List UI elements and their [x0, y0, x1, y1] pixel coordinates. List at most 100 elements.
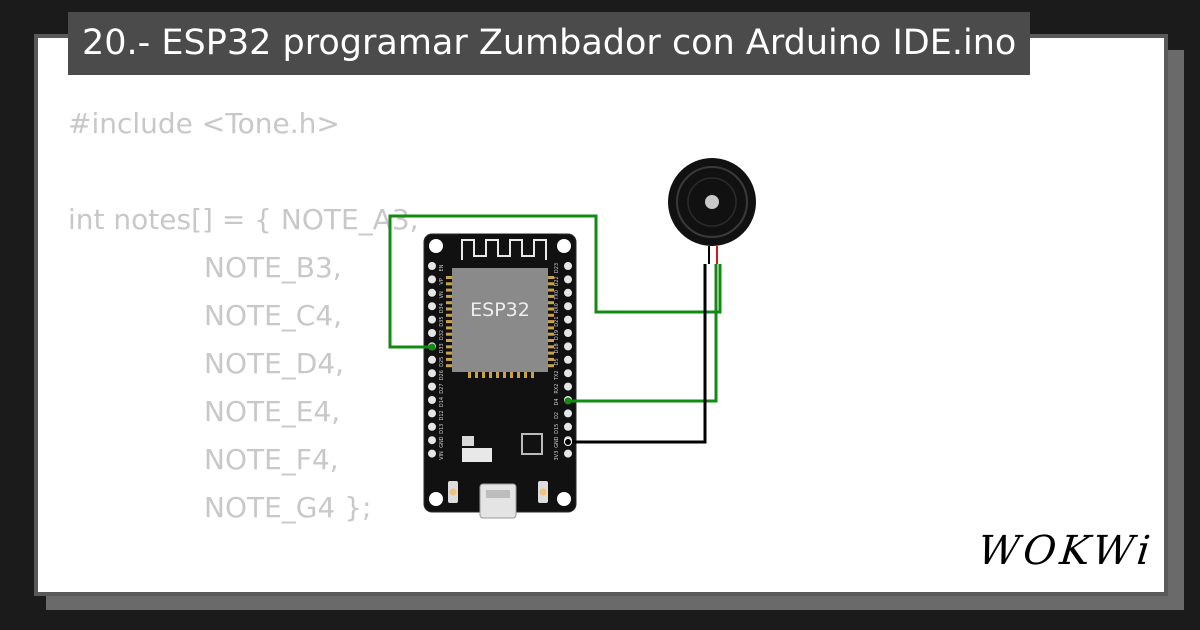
header-pin[interactable] — [564, 449, 572, 458]
pin-label: RX2 — [554, 384, 560, 394]
wire-endpoint — [428, 343, 436, 351]
code-line: NOTE_B3, — [204, 251, 342, 284]
wire-d25-to-buzzer[interactable] — [388, 214, 722, 349]
header-pin[interactable] — [564, 275, 572, 284]
module-pad — [548, 332, 554, 336]
wires[interactable] — [388, 214, 722, 446]
pin-label: D22 — [554, 276, 560, 286]
en-button-cap — [539, 488, 547, 496]
module-pad — [510, 372, 513, 378]
header-pin[interactable] — [428, 329, 436, 337]
pin-label: EN — [439, 264, 445, 271]
code-line: NOTE_E4, — [204, 395, 341, 428]
header-pin[interactable] — [564, 409, 572, 418]
pin-label: D2 — [554, 412, 560, 419]
code-preview: #include <Tone.h> int notes[] = { NOTE_A3… — [68, 100, 419, 592]
header-pin[interactable] — [564, 342, 572, 351]
header-pin[interactable] — [428, 422, 436, 431]
pin-label: D27 — [439, 383, 445, 393]
pin-label: GND — [439, 436, 445, 448]
header-pin[interactable] — [428, 315, 436, 324]
header-pin[interactable] — [564, 302, 572, 311]
wokwi-logo: WOKWi — [975, 528, 1157, 574]
header-pin[interactable] — [564, 288, 572, 297]
pin-label: D32 — [439, 330, 445, 340]
code-line: int notes[] = { NOTE_A3, — [68, 203, 419, 236]
esp32-label: ESP32 — [470, 299, 530, 321]
header-pin[interactable] — [428, 275, 436, 284]
header-pin[interactable] — [564, 329, 572, 337]
circuit-diagram[interactable]: ESP32 ENVPVND34D35D32D33D25D26D27D14D12D… — [38, 38, 1164, 592]
pin-label: D19 — [554, 330, 560, 340]
header-pin[interactable] — [428, 369, 436, 378]
module-pad — [446, 345, 452, 349]
module-pad — [531, 372, 534, 378]
usb-port-slot — [486, 490, 510, 498]
module-pad — [446, 326, 452, 330]
module-pad — [548, 339, 554, 342]
pin-label: D33 — [439, 343, 445, 353]
module-pad — [548, 364, 554, 368]
module-pad — [548, 345, 554, 349]
header-pin[interactable] — [564, 355, 572, 364]
module-pad — [446, 320, 452, 324]
module-pins — [446, 276, 554, 378]
module-pad — [548, 301, 554, 305]
header-pin[interactable] — [428, 396, 436, 404]
esp32-module — [452, 268, 548, 372]
regulator-tab — [462, 436, 474, 446]
code-line: NOTE_D4, — [204, 347, 345, 380]
boot-button-cap — [449, 488, 457, 496]
pin-label: D4 — [554, 398, 560, 405]
module-pad — [468, 372, 471, 378]
project-preview-card[interactable]: #include <Tone.h> int notes[] = { NOTE_A3… — [38, 38, 1164, 592]
wokwi-logo-text: WOKWi — [975, 528, 1157, 574]
mount-hole — [557, 492, 571, 506]
pin-label: RX0 — [554, 303, 560, 313]
left-pin-labels: ENVPVND34D35D32D33D25D26D27D14D12D13GNDV… — [439, 264, 445, 460]
project-title: 20.- ESP32 programar Zumbador con Arduin… — [68, 12, 1031, 75]
header-pin[interactable] — [428, 355, 436, 364]
pin-label: TX0 — [554, 290, 560, 301]
piezo-buzzer[interactable] — [668, 158, 756, 264]
buzzer-ring-inner — [687, 177, 737, 227]
wire-gnd-to-buzzer[interactable] — [568, 264, 707, 444]
mount-hole — [429, 492, 443, 506]
header-pin[interactable] — [564, 315, 572, 324]
header-pin[interactable] — [428, 436, 436, 445]
pin-label: D18 — [554, 343, 560, 353]
module-pad — [548, 313, 554, 317]
header-pin[interactable] — [428, 382, 436, 391]
module-pad — [548, 288, 554, 292]
pin-label: D21 — [554, 316, 560, 326]
pin-label: GND — [554, 436, 560, 448]
module-pad — [496, 372, 499, 378]
module-pad — [446, 357, 452, 361]
esp32-board[interactable]: ESP32 ENVPVND34D35D32D33D25D26D27D14D12D… — [423, 233, 577, 519]
pin-label: 3V3 — [554, 451, 560, 461]
header-pin[interactable] — [564, 422, 572, 431]
pin-label: VN — [439, 291, 445, 298]
module-pad — [446, 351, 452, 355]
pin-label: D34 — [439, 303, 445, 313]
code-line: #include <Tone.h> — [68, 107, 340, 140]
pin-label: VIN — [439, 451, 445, 460]
usb-uart-chip — [521, 433, 543, 455]
pin-label: D12 — [439, 410, 445, 420]
code-line: NOTE_F4, — [204, 443, 339, 476]
pin-label: D26 — [439, 370, 445, 380]
header-pin[interactable] — [428, 409, 436, 418]
header-pin[interactable] — [428, 262, 436, 270]
wire-d4-to-buzzer[interactable] — [568, 264, 718, 403]
header-pin[interactable] — [564, 382, 572, 391]
header-pin[interactable] — [564, 369, 572, 378]
mount-hole — [429, 239, 443, 253]
header-pin[interactable] — [564, 262, 572, 270]
pin-label: D23 — [554, 263, 560, 273]
header-pin[interactable] — [428, 302, 436, 311]
module-pad — [548, 307, 554, 311]
pin-label: D5 — [554, 358, 560, 365]
header-pin[interactable] — [428, 288, 436, 297]
header-pin[interactable] — [428, 449, 436, 458]
module-pad — [446, 294, 452, 298]
